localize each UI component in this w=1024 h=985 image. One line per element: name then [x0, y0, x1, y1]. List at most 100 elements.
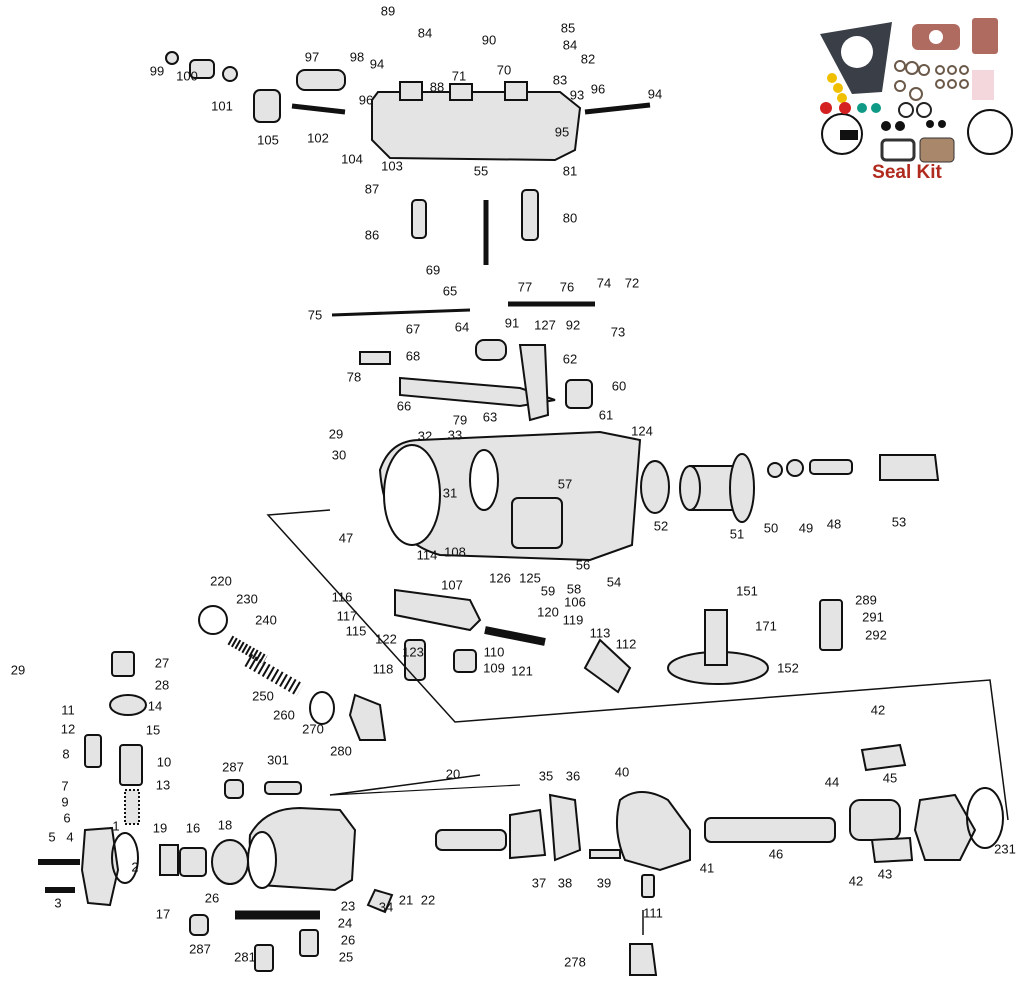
weight-retainer-43	[913, 793, 977, 861]
part-number-label: 2	[131, 859, 138, 874]
part-number-label: 64	[455, 319, 469, 334]
part-number-label: 99	[150, 63, 164, 78]
part-number-label: 83	[553, 72, 567, 87]
part-number-label: 13	[156, 777, 170, 792]
part-number-label: 42	[871, 702, 885, 717]
part-number-label: 68	[406, 348, 420, 363]
part-number-label: 6	[63, 810, 70, 825]
part-number-label: 127	[534, 317, 556, 332]
part-number-label: 120	[537, 604, 559, 619]
part-number-label: 90	[482, 32, 496, 47]
part-number-label: 29	[11, 662, 25, 677]
drive-shaft-46	[704, 817, 836, 843]
cover-plate-57	[511, 497, 563, 549]
part-number-label: 126	[489, 570, 511, 585]
part-number-label: 89	[381, 3, 395, 18]
part-number-label: 44	[825, 774, 839, 789]
part-number-label: 33	[448, 427, 462, 442]
part-number-label: 270	[302, 721, 324, 736]
part-number-label: 281	[234, 949, 256, 964]
part-number-label: 109	[483, 660, 505, 675]
shaft-86	[411, 199, 427, 239]
part-number-label: 108	[444, 544, 466, 559]
part-number-label: 260	[273, 707, 295, 722]
part-number-label: 116	[332, 589, 353, 604]
part-number-label: 76	[560, 279, 574, 294]
part-number-label: 104	[341, 151, 363, 166]
part-number-label: 110	[484, 644, 505, 659]
part-number-label: 12	[61, 721, 75, 736]
part-number-label: 292	[865, 627, 887, 642]
part-number-label: 7	[61, 778, 68, 793]
part-number-label: 171	[755, 618, 777, 633]
part-number-label: 96	[591, 81, 605, 96]
part-number-label: 121	[511, 663, 533, 678]
part-number-label: 107	[441, 577, 463, 592]
part-number-label: 52	[654, 518, 668, 533]
part-number-label: 81	[563, 163, 577, 178]
cover-boss	[399, 81, 423, 101]
cap-nut-280	[348, 693, 387, 741]
part-number-label: 35	[539, 768, 553, 783]
part-number-label: 280	[330, 743, 352, 758]
part-number-label: 102	[307, 130, 329, 145]
part-number-label: 101	[211, 98, 233, 113]
part-number-label: 65	[443, 283, 457, 298]
part-number-label: 240	[255, 612, 277, 627]
part-number-label: 220	[210, 573, 232, 588]
part-number-label: 152	[777, 660, 799, 675]
part-number-label: 67	[406, 321, 420, 336]
rotor-20	[435, 829, 507, 851]
part-number-label: 11	[61, 702, 75, 717]
part-number-label: 4	[66, 829, 73, 844]
part-number-label: 289	[855, 592, 877, 607]
part-number-label: 112	[616, 636, 637, 651]
part-number-label: 37	[532, 875, 546, 890]
part-number-label: 40	[615, 764, 629, 779]
part-number-label: 58	[567, 581, 581, 596]
part-number-label: 77	[518, 279, 532, 294]
cam-ring-40	[615, 791, 691, 872]
part-number-label: 8	[62, 746, 69, 761]
part-number-label: 75	[308, 307, 322, 322]
part-number-label: 14	[148, 698, 162, 713]
part-number-label: 124	[631, 423, 653, 438]
part-number-label: 47	[339, 530, 353, 545]
part-number-label: 32	[418, 428, 432, 443]
part-number-label: 106	[564, 594, 586, 609]
part-number-label: 96	[359, 92, 373, 107]
part-number-label: 49	[799, 520, 813, 535]
part-number-label: 56	[576, 557, 590, 572]
part-number-label: 86	[365, 227, 379, 242]
part-number-label: 30	[332, 447, 346, 462]
part-number-label: 41	[700, 860, 714, 875]
part-number-label: 15	[146, 722, 160, 737]
part-number-label: 87	[365, 181, 379, 196]
part-number-label: 84	[418, 25, 432, 40]
part-number-label: 34	[379, 899, 393, 914]
part-number-label: 85	[561, 20, 575, 35]
part-number-label: 80	[563, 210, 577, 225]
part-number-label: 10	[157, 754, 171, 769]
shaft-80	[521, 189, 539, 241]
part-number-label: 74	[597, 275, 611, 290]
governor-cover	[371, 91, 582, 162]
part-number-label: 82	[581, 51, 595, 66]
part-number-label: 94	[370, 56, 384, 71]
part-number-label: 50	[764, 520, 778, 535]
part-number-label: 100	[176, 68, 198, 83]
part-number-label: 25	[339, 949, 353, 964]
part-number-label: 3	[54, 895, 61, 910]
part-number-label: 53	[892, 514, 906, 529]
part-number-label: 231	[994, 841, 1016, 856]
part-number-label: 60	[612, 378, 626, 393]
part-number-label: 122	[375, 631, 397, 646]
part-number-label: 71	[452, 68, 466, 83]
part-number-label: 287	[222, 759, 244, 774]
head-106	[394, 588, 482, 632]
part-number-label: 21	[399, 892, 413, 907]
part-number-label: 9	[61, 794, 68, 809]
part-number-label: 119	[563, 612, 584, 627]
part-number-label: 23	[341, 898, 355, 913]
